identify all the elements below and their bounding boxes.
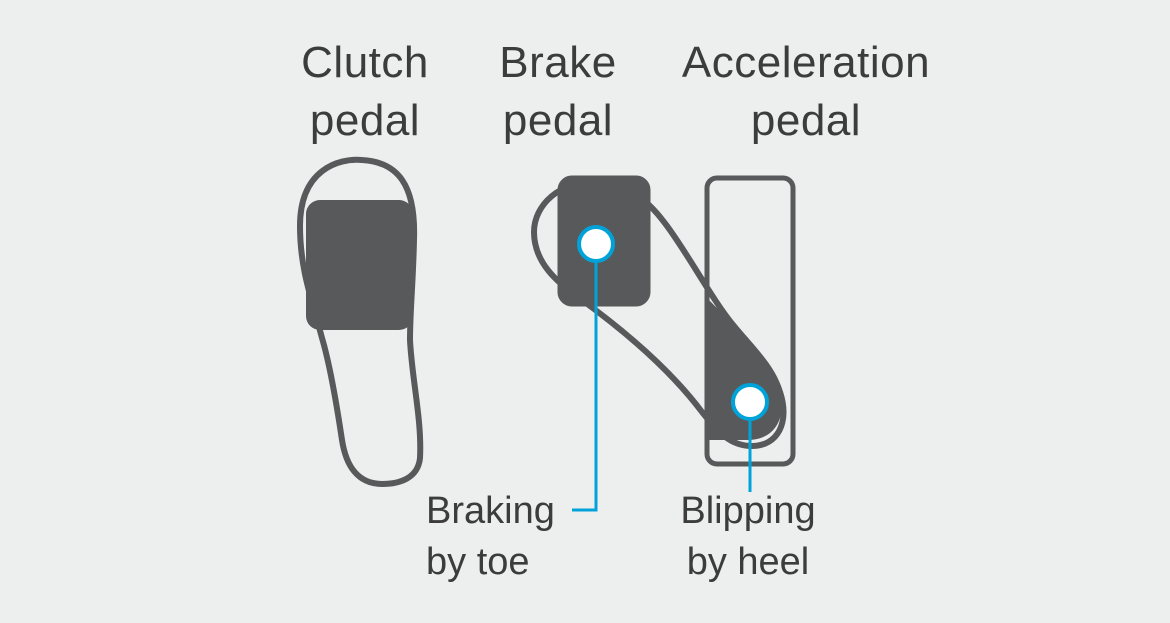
heel-callout-line2: by heel [686,541,810,583]
toe-callout-line2: by toe [426,541,530,583]
acceleration-pedal-title-line2: pedal [750,96,862,145]
heel-callout-line1: Blipping [680,490,816,532]
toe-callout-line [572,260,598,512]
clutch-pedal-title: Clutch pedal [255,34,475,150]
brake-pedal-title: Brake pedal [458,34,658,150]
toe-callout-label: Braking by toe [426,486,555,588]
right-foot-outline [531,178,787,449]
brake-pedal-title-line1: Brake [499,38,617,87]
toe-callout-line1: Braking [426,490,555,532]
brake-pedal-frame [557,175,651,307]
heel-contact-marker [731,383,769,421]
left-foot-outline [297,156,424,487]
acceleration-pedal-title: Acceleration pedal [660,34,952,150]
toe-contact-marker [577,225,615,263]
clutch-pedal-title-line1: Clutch [301,38,429,87]
clutch-pedal-title-line2: pedal [309,96,421,145]
acceleration-pedal-title-line1: Acceleration [681,38,931,87]
heel-callout-label: Blipping by heel [668,486,828,588]
clutch-pedal-pad [306,200,413,330]
brake-pedal-title-line2: pedal [502,96,614,145]
